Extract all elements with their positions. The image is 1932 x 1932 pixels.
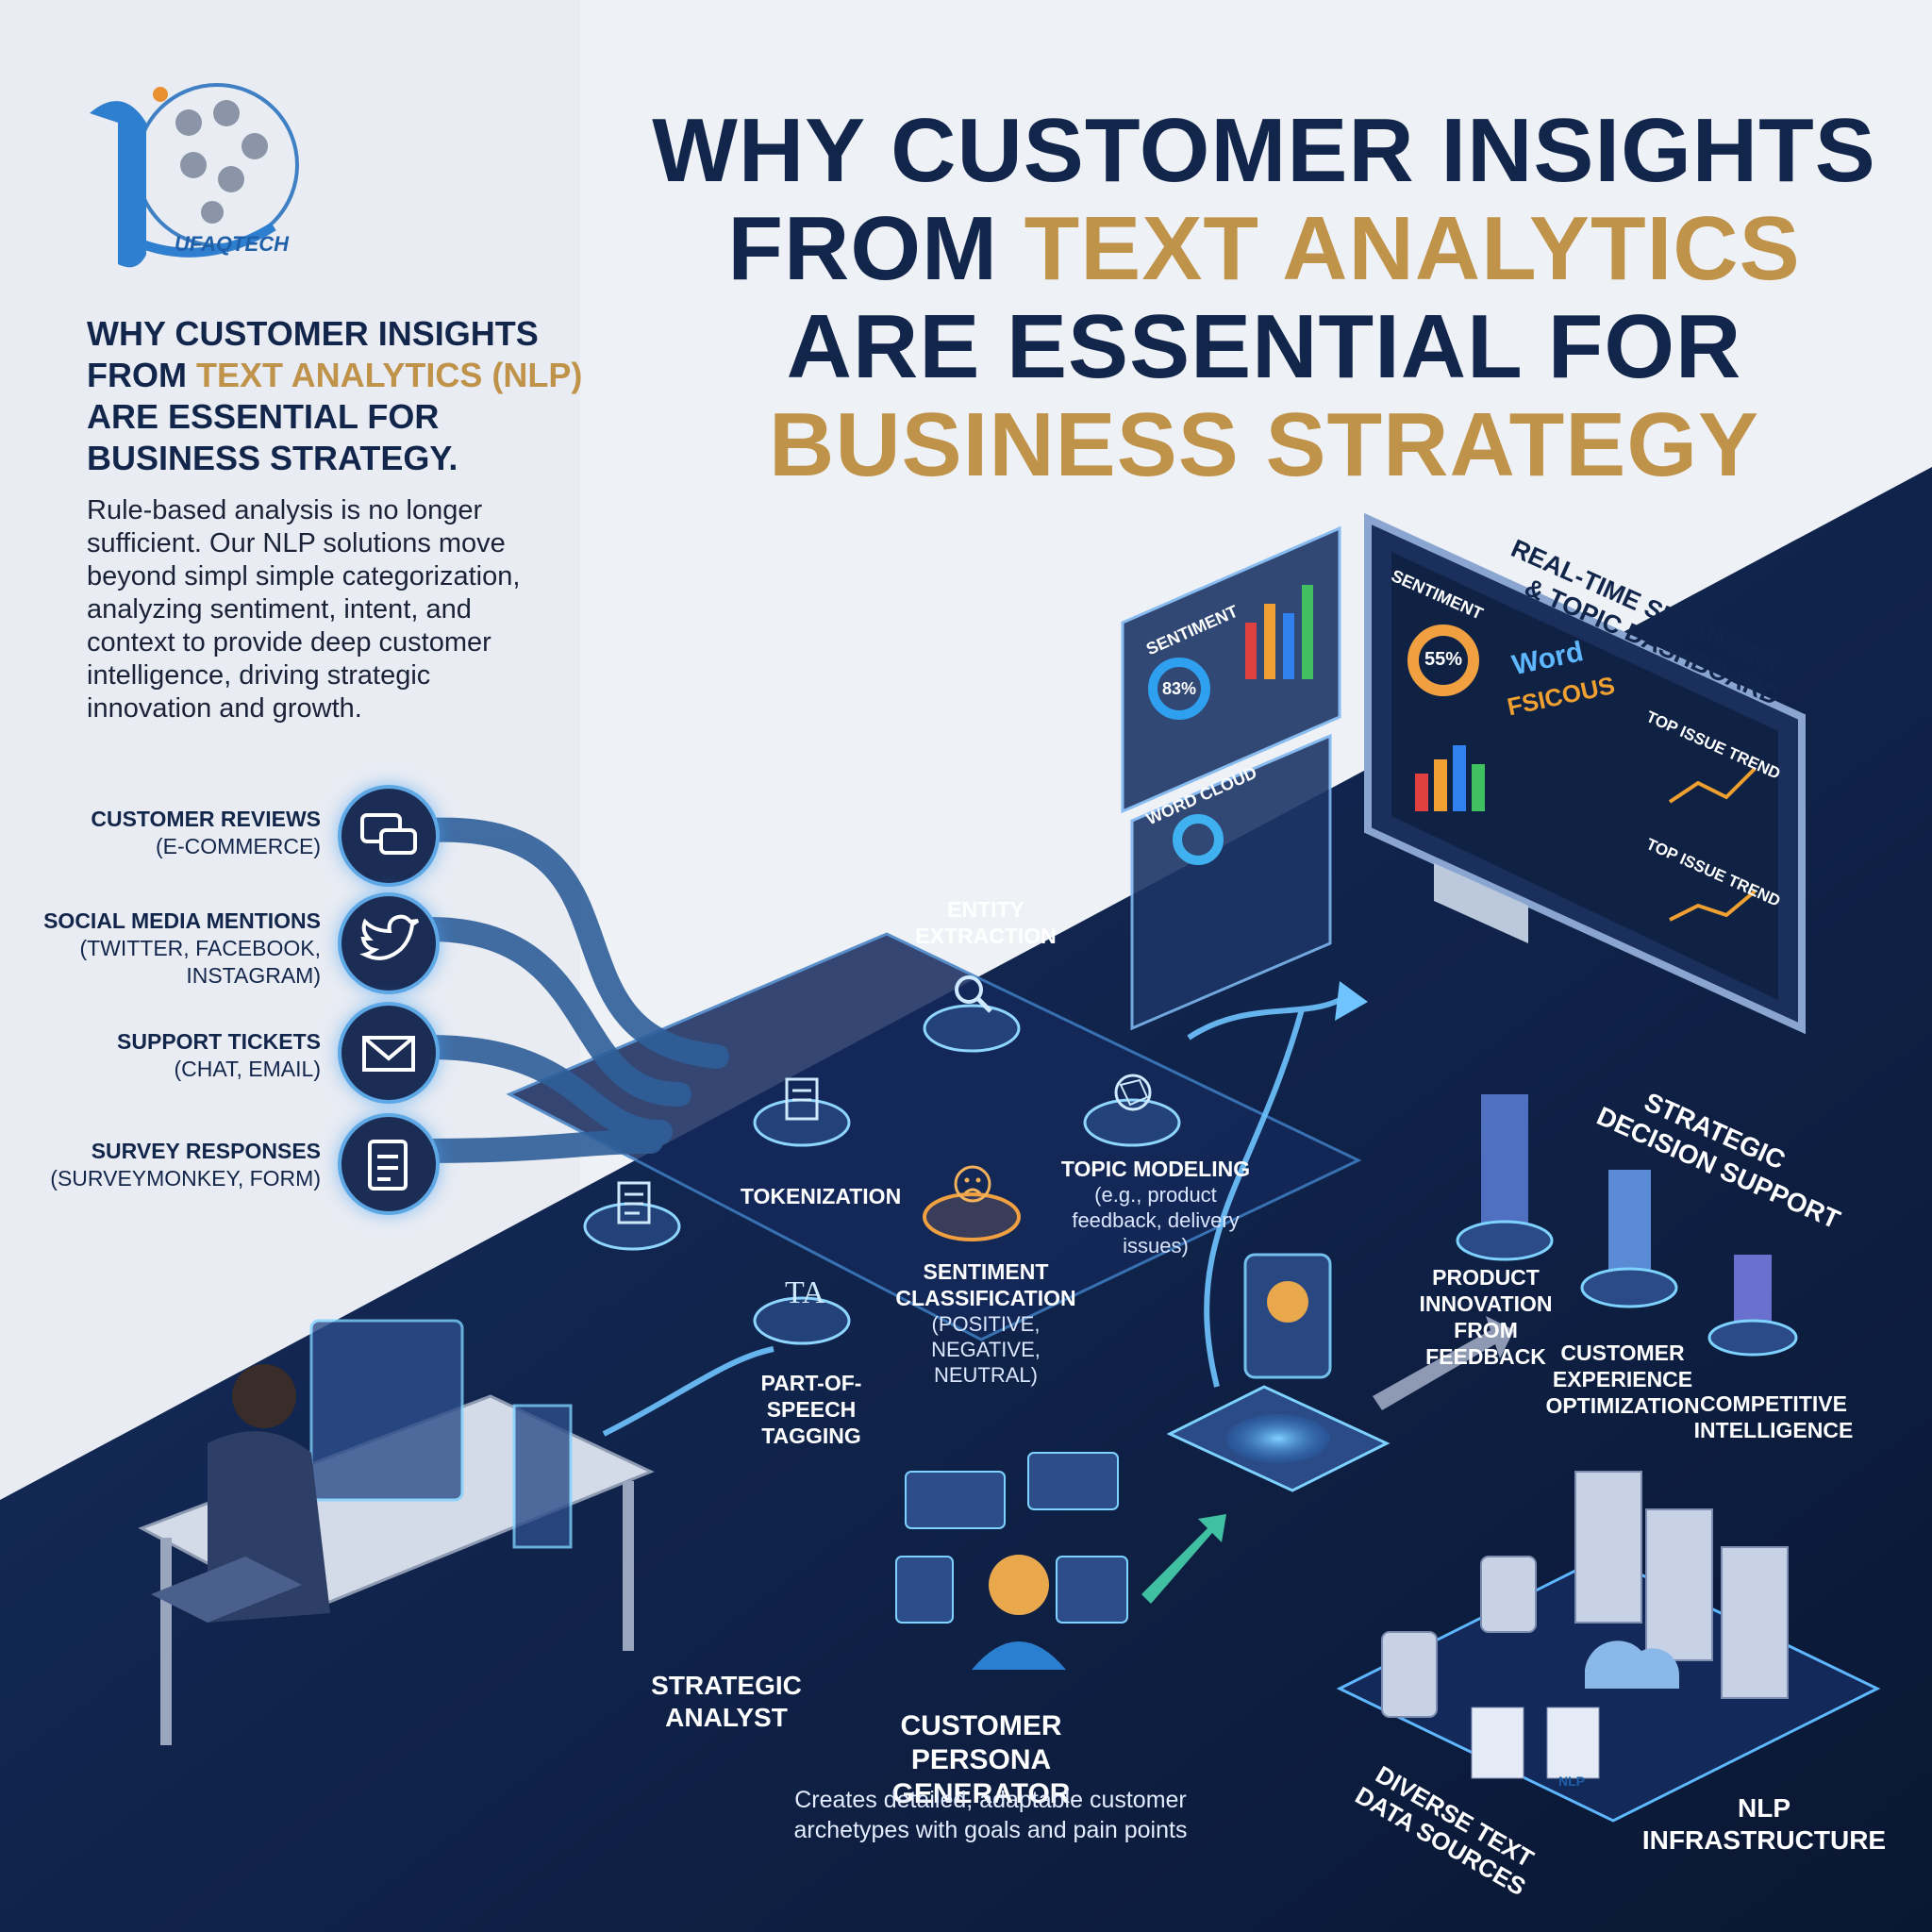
label-nlp-infrastructure: NLP INFRASTRUCTURE <box>1641 1793 1887 1855</box>
text-format-icon: TA <box>781 1269 825 1312</box>
source-reviews-sub: (E-COMMERCE) <box>155 834 321 858</box>
source-reviews-title: CUSTOMER REVIEWS <box>91 807 321 831</box>
bird-icon <box>338 892 440 994</box>
intro-title-2b: TEXT ANALYTICS (NLP) <box>195 356 583 394</box>
source-social: SOCIAL MEDIA MENTIONS (TWITTER, FACEBOOK… <box>38 908 321 990</box>
source-tickets-sub: (CHAT, EMAIL) <box>174 1057 321 1081</box>
intro-title-1: WHY CUSTOMER INSIGHTS <box>87 314 539 353</box>
intro-title-2a: FROM <box>87 356 196 394</box>
source-surveys-title: SURVEY RESPONSES <box>91 1139 321 1163</box>
label-entity-extraction: ENTITY EXTRACTION <box>915 897 1057 948</box>
label-topic-modeling-sub: (e.g., product feedback, delivery issues… <box>1072 1183 1240 1257</box>
title-line-2a: FROM <box>727 198 1024 299</box>
brand-name: UFAQTECH <box>175 232 289 256</box>
document-icon <box>615 1179 653 1226</box>
label-tokenization: TOKENIZATION <box>740 1184 902 1208</box>
envelope-icon <box>338 1002 440 1104</box>
decision-cx-optimization: CUSTOMER EXPERIENCE OPTIMIZATION <box>1545 1341 1700 1418</box>
source-social-title: SOCIAL MEDIA MENTIONS <box>43 908 321 933</box>
label-pos-tagging: PART-OF-SPEECH TAGGING <box>760 1371 862 1448</box>
source-tickets-title: SUPPORT TICKETS <box>117 1029 321 1054</box>
title-line-1: WHY CUSTOMER INSIGHTS <box>652 100 1876 201</box>
topic-modeling: TOPIC MODELING (e.g., product feedback, … <box>1047 1156 1264 1258</box>
label-sentiment-sub: (POSITIVE, NEGATIVE, NEUTRAL) <box>931 1312 1041 1387</box>
source-surveys-sub: (SURVEYMONKEY, FORM) <box>50 1166 321 1191</box>
small-sentiment-value: 83% <box>1162 679 1197 698</box>
title-line-4: BUSINESS STRATEGY <box>768 394 1760 495</box>
intro-body: Rule-based analysis is no longer suffici… <box>87 495 521 724</box>
file-text-icon <box>783 1075 821 1123</box>
source-social-sub: (TWITTER, FACEBOOK, INSTAGRAM) <box>79 936 321 988</box>
title-line-2: FROM TEXT ANALYTICS <box>613 200 1915 298</box>
title-line-2b: TEXT ANALYTICS <box>1024 198 1801 299</box>
decision-product-innovation: PRODUCT INNOVATION FROM FEEDBACK <box>1419 1265 1553 1369</box>
chat-bubbles-icon <box>338 785 440 887</box>
intro-title-3: ARE ESSENTIAL FOR <box>87 397 440 436</box>
svg-text:TA: TA <box>785 1275 824 1310</box>
nlp-doc-badge: NLP <box>1558 1774 1585 1789</box>
sad-face-icon <box>951 1162 994 1206</box>
label-persona-generator: CUSTOMER PERSONA GENERATOR <box>891 1710 1071 1809</box>
label-sentiment-classification: SENTIMENT CLASSIFICATION <box>895 1259 1076 1310</box>
persona-description: Creates detailed, adaptable customer arc… <box>793 1787 1188 1843</box>
page-title: WHY CUSTOMER INSIGHTS FROM TEXT ANALYTIC… <box>613 102 1915 494</box>
label-topic-modeling: TOPIC MODELING <box>1060 1157 1251 1181</box>
source-tickets: SUPPORT TICKETS (CHAT, EMAIL) <box>117 1028 321 1083</box>
magnifier-icon <box>951 972 994 1015</box>
clipboard-icon <box>338 1113 440 1215</box>
decision-competitive-intelligence: COMPETITIVE INTELLIGENCE <box>1693 1391 1854 1442</box>
intro-title: WHY CUSTOMER INSIGHTS FROM TEXT ANALYTIC… <box>87 313 615 479</box>
sentiment-classification: SENTIMENT CLASSIFICATION (POSITIVE, NEGA… <box>877 1258 1094 1388</box>
intro-title-4: BUSINESS STRATEGY. <box>87 439 458 477</box>
source-surveys: SURVEY RESPONSES (SURVEYMONKEY, FORM) <box>50 1138 321 1192</box>
network-sphere-icon <box>1111 1071 1155 1114</box>
label-strategic-analyst: STRATEGIC ANALYST <box>651 1671 802 1732</box>
title-line-3: ARE ESSENTIAL FOR <box>786 296 1742 397</box>
panel-sentiment-value: 55% <box>1424 649 1463 670</box>
source-reviews: CUSTOMER REVIEWS (E-COMMERCE) <box>91 806 321 860</box>
